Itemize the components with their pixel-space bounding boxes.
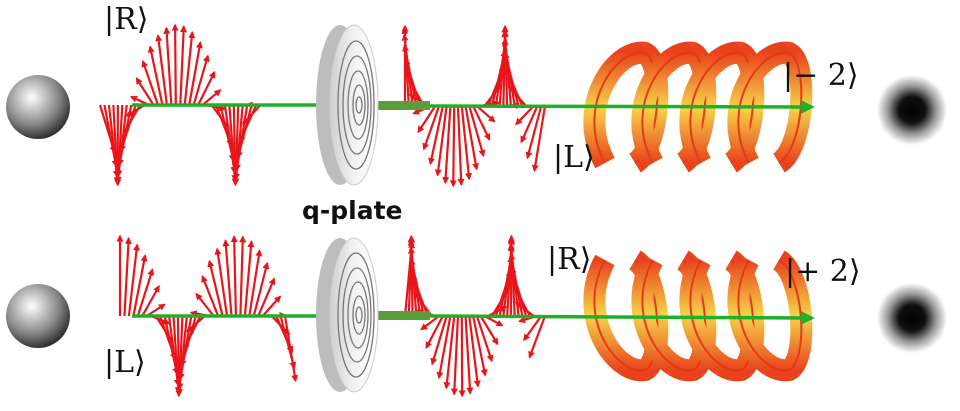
field-arrow-bottom-in [207, 259, 224, 317]
field-arrow-top-in [141, 59, 160, 106]
field-arrow-top-in [188, 40, 203, 106]
field-arrow-bottom-in [239, 235, 247, 317]
field-arrow-bottom-in [195, 292, 215, 317]
field-arrow-top-out [531, 105, 547, 173]
field-arrow-bottom-out [514, 301, 535, 317]
field-arrow-bottom-out [523, 315, 543, 342]
field-arrow-top-in [135, 77, 155, 106]
field-arrow-top-in [163, 26, 173, 106]
beam-axis-top-inside [365, 101, 430, 110]
field-arrow-bottom-in [127, 243, 141, 317]
field-arrow-bottom-out [430, 315, 448, 366]
field-arrow-top-out [472, 105, 491, 141]
field-arrow-top-in [242, 104, 262, 125]
field-arrow-bottom-out [436, 315, 452, 380]
field-arrow-top-out [507, 85, 527, 107]
label-top-output-oam: |− 2⟩ [783, 58, 859, 93]
field-arrow-top-out [515, 105, 535, 126]
field-arrow-bottom-in [261, 295, 282, 317]
field-arrow-top-in [183, 31, 196, 106]
beam-axis-top-out [429, 99, 815, 114]
field-arrow-top-in [125, 104, 146, 117]
field-arrow-bottom-in [214, 247, 229, 317]
field-arrow-bottom-in [132, 254, 148, 317]
field-arrow-top-out [468, 105, 486, 158]
field-arrow-top-in [147, 45, 164, 106]
q-plate-top [316, 24, 379, 186]
beam-axis-bottom-out [429, 310, 815, 325]
field-arrow-top-out [525, 105, 543, 160]
output-donut-mode-bottom [868, 274, 956, 362]
field-arrow-bottom-in [283, 315, 299, 383]
field-arrow-bottom-out [450, 315, 460, 396]
field-arrow-bottom-in [146, 303, 166, 317]
label-top-input-state: |R⟩ [104, 2, 149, 37]
field-arrow-bottom-out [420, 315, 440, 331]
input-beam-sphere-top [6, 75, 70, 139]
q-plate-bottom [316, 237, 379, 393]
field-arrow-top-out [464, 105, 480, 171]
field-arrow-bottom-out [472, 315, 488, 377]
field-arrow-bottom-in [222, 239, 233, 317]
field-arrow-bottom-in [257, 277, 276, 317]
field-arrow-bottom-in [248, 249, 263, 317]
label-bottom-output-state: |R⟩ [547, 242, 592, 277]
field-arrow-top-in [192, 54, 210, 106]
field-arrow-bottom-out [425, 315, 444, 349]
field-arrow-top-out [476, 105, 496, 123]
beam-axis-bottom-inside [365, 311, 430, 320]
field-arrow-bottom-in [141, 284, 160, 317]
label-bottom-output-oam: |+ 2⟩ [785, 254, 861, 289]
field-arrow-top-out [434, 105, 448, 177]
field-arrow-top-out [460, 105, 473, 181]
input-beam-sphere-bottom [6, 284, 70, 348]
field-arrow-bottom-out [479, 315, 499, 346]
field-arrow-bottom-out [464, 315, 474, 395]
helical-wavefront-bottom-edge [737, 259, 803, 372]
field-arrow-top-out [520, 105, 539, 144]
field-arrow-bottom-in [230, 235, 238, 317]
field-arrow-bottom-in [243, 240, 255, 317]
field-arrow-bottom-in [201, 275, 220, 317]
field-arrow-top-out [449, 105, 457, 188]
field-arrow-bottom-in [186, 315, 206, 333]
field-arrow-top-in [197, 70, 216, 106]
field-arrow-top-out [428, 105, 444, 166]
field-arrow-bottom-in [136, 268, 155, 317]
helical-wavefront-top-edge [737, 51, 803, 164]
field-arrow-bottom-in [123, 236, 132, 317]
field-arrow-bottom-out [475, 315, 494, 363]
field-arrow-top-out [422, 105, 441, 151]
field-arrow-top-in [201, 89, 222, 106]
field-arrow-top-out [442, 105, 452, 185]
label-top-output-state: |L⟩ [553, 140, 595, 175]
field-arrow-bottom-out [468, 315, 481, 388]
field-arrow-top-in [179, 25, 188, 106]
label-bottom-input-state: |L⟩ [104, 345, 146, 380]
field-arrow-top-in [155, 34, 168, 106]
field-arrow-top-out [456, 105, 465, 187]
field-arrow-bottom-out [443, 315, 456, 390]
field-arrow-top-out [417, 105, 437, 134]
field-arrow-top-in [171, 23, 179, 106]
field-arrow-bottom-out [528, 315, 547, 359]
label-q-plate: q-plate [302, 196, 403, 225]
field-arrow-bottom-in [252, 261, 270, 317]
output-donut-mode-top [868, 66, 956, 154]
